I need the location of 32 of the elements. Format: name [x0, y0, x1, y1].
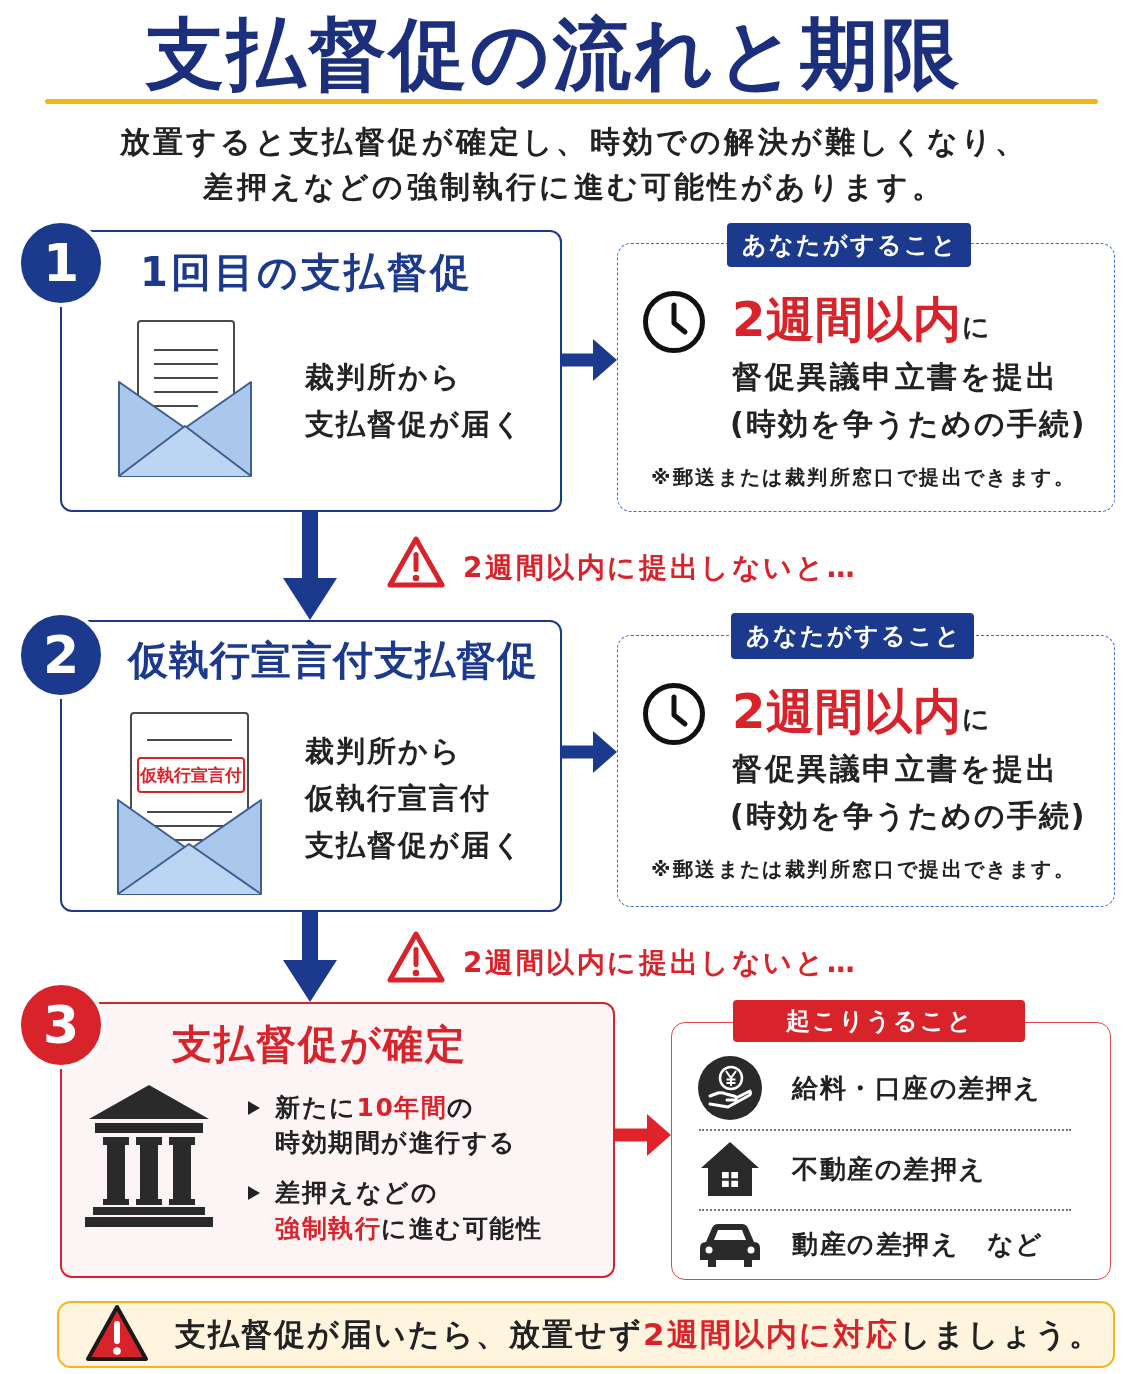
- header-tab: あなたがすること: [731, 613, 974, 659]
- arrow: [283, 512, 337, 620]
- action-text: (時効を争うための手続): [730, 797, 1087, 835]
- warning-text: 2週間以内に提出しないと…: [463, 550, 858, 586]
- stamp: 仮執行宣言付: [137, 757, 245, 793]
- arrow: [283, 912, 337, 1002]
- notice-text: 支払督促が届いたら、放置せず2週間以内に対応しましょう。: [175, 1315, 1102, 1354]
- step-heading: 支払督促が確定: [172, 1020, 467, 1069]
- arrow: [562, 339, 617, 381]
- title: 支払督促の流れと期限: [146, 8, 962, 101]
- step-heading: 1回目の支払督促: [140, 248, 473, 297]
- outcome-text: 動産の差押え など: [792, 1228, 1044, 1261]
- outcome-text: 不動産の差押え: [792, 1153, 987, 1186]
- step-text: 裁判所から仮執行宣言付支払督促が届く: [305, 733, 524, 864]
- note-text: ※郵送または裁判所窓口で提出できます。: [651, 856, 1077, 882]
- header-tab: あなたがすること: [727, 223, 971, 267]
- notice-banner: [57, 1301, 1115, 1368]
- arrow: [562, 731, 617, 773]
- step-heading: 仮執行宣言付支払督促: [128, 636, 538, 685]
- deadline-text: 2週間以内に: [732, 291, 991, 349]
- action-text: 督促異議申立書を提出: [732, 358, 1058, 396]
- outcome-text: 給料・口座の差押え: [792, 1072, 1042, 1105]
- action-text: (時効を争うための手続): [730, 405, 1087, 443]
- header-tab: 起こりうること: [733, 1000, 1025, 1042]
- lead-text: 放置すると支払督促が確定し、時効での解決が難しくなり、差押えなどの強制執行に進む可能性があります。: [118, 123, 1030, 206]
- deadline-text: 2週間以内に: [732, 683, 991, 741]
- warning-text: 2週間以内に提出しないと…: [463, 945, 858, 981]
- action-text: 督促異議申立書を提出: [732, 750, 1058, 788]
- step-text: 裁判所から支払督促が届く: [305, 359, 524, 443]
- note-text: ※郵送または裁判所窓口で提出できます。: [651, 464, 1077, 490]
- arrow: [615, 1114, 671, 1156]
- bullet-text: 差押えなどの強制執行に進む可能性: [275, 1177, 542, 1245]
